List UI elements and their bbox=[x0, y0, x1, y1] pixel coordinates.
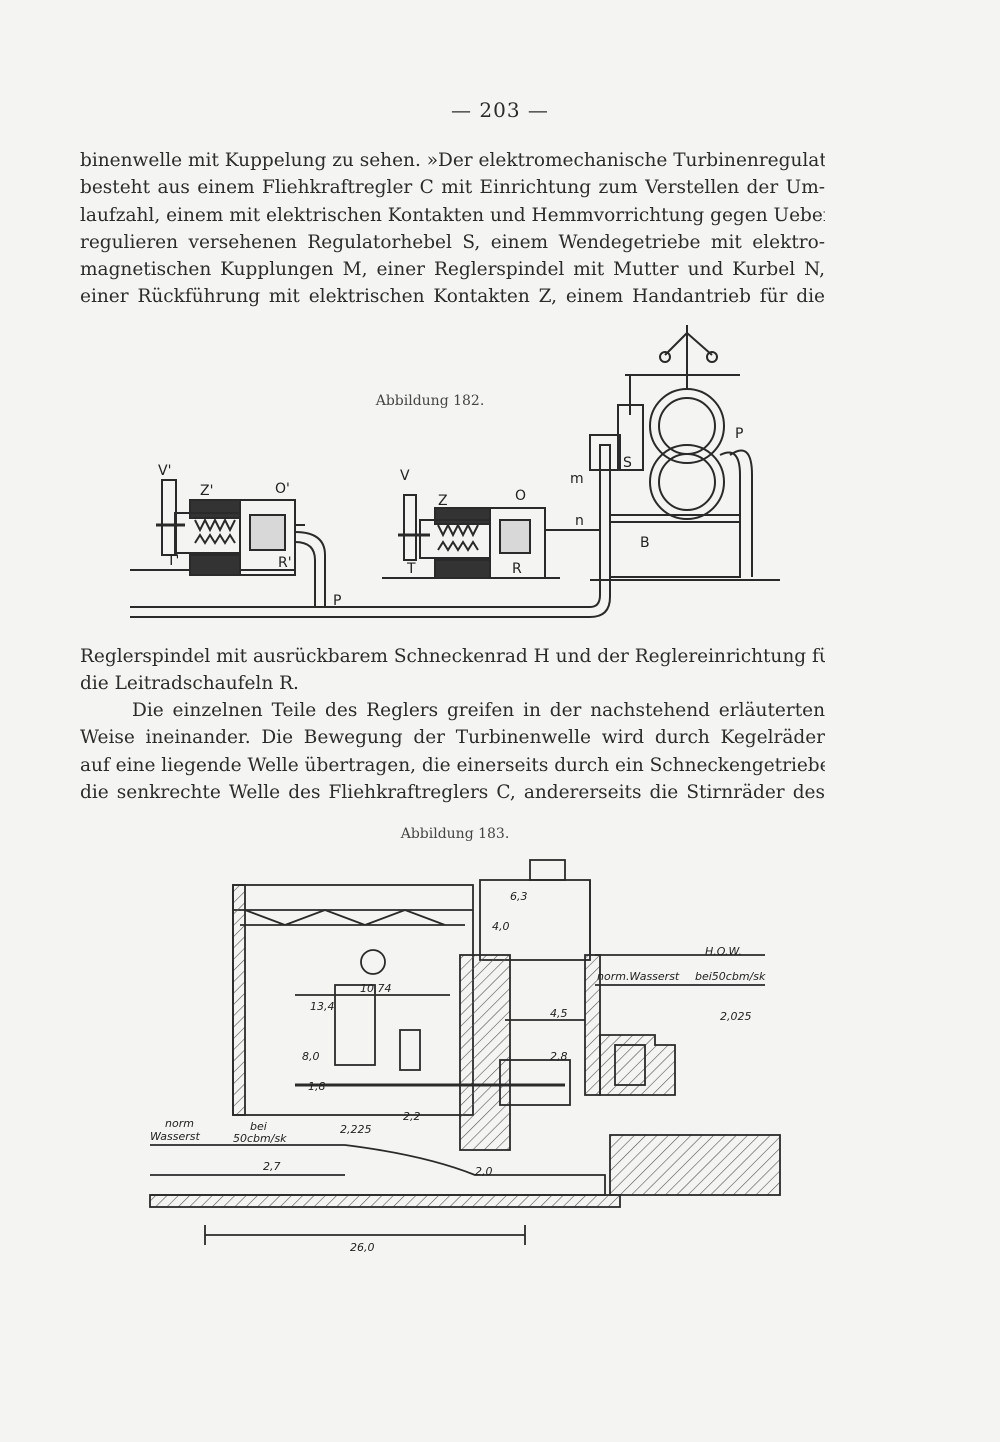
label-v: V bbox=[400, 468, 410, 484]
label-s: S bbox=[623, 455, 632, 471]
label-40: 4,0 bbox=[492, 920, 510, 933]
label-v1: V' bbox=[158, 463, 171, 479]
label-134: 13,4 bbox=[310, 1000, 335, 1013]
page-number: — 203 — bbox=[451, 98, 549, 122]
label-bei-left: bei bbox=[250, 1120, 267, 1133]
text-line: magnetischen Kupplungen M, einer Reglers… bbox=[80, 259, 825, 281]
text-line: die senkrechte Welle des Fliehkraftregle… bbox=[80, 781, 825, 803]
label-p-lower: P bbox=[333, 593, 341, 609]
text-line: Weise ineinander. Die Bewegung der Turbi… bbox=[80, 727, 825, 749]
text-line: besteht aus einem Fliehkraftregler C mit… bbox=[80, 177, 825, 199]
label-260: 26,0 bbox=[350, 1241, 375, 1254]
paragraph-2: Reglerspindel mit ausrückbarem Schnecken… bbox=[80, 643, 825, 698]
text-line: die Leitradschaufeln R. bbox=[80, 673, 299, 695]
label-o1: O' bbox=[275, 481, 290, 497]
label-b: B bbox=[640, 535, 650, 551]
label-20: 2,0 bbox=[475, 1165, 493, 1178]
label-r: R bbox=[512, 561, 522, 577]
label-how: H.O.W. bbox=[705, 945, 742, 958]
text-line: Die einzelnen Teile des Reglers greifen … bbox=[132, 700, 825, 721]
figure-182-caption: Abbildung 182. bbox=[375, 393, 485, 409]
label-2025: 2,025 bbox=[720, 1010, 752, 1023]
figure-183: H.O.W. norm.Wasserst bei50cbm/sk 2,025 1… bbox=[149, 859, 781, 1254]
text-line: Reglerspindel mit ausrückbarem Schnecken… bbox=[80, 646, 825, 667]
label-22: 2,2 bbox=[403, 1110, 421, 1123]
label-wasserst-left: Wasserst bbox=[150, 1130, 200, 1143]
label-z1: Z' bbox=[200, 483, 213, 499]
label-28: 2,8 bbox=[550, 1050, 568, 1063]
paragraph-1: binenwelle mit Kuppelung zu sehen. »Der … bbox=[80, 147, 825, 311]
label-z: Z bbox=[438, 493, 448, 509]
label-r1: R' bbox=[278, 555, 292, 571]
label-t1: T' bbox=[166, 553, 179, 569]
figure-183-caption: Abbildung 183. bbox=[400, 826, 510, 842]
text-line: regulieren versehenen Regulatorhebel S, … bbox=[80, 231, 825, 253]
label-2225: 2,225 bbox=[340, 1123, 372, 1136]
label-t: T bbox=[406, 561, 416, 577]
label-m: m bbox=[570, 471, 584, 487]
text-line: auf eine liegende Welle übertragen, die … bbox=[80, 754, 825, 776]
label-p-upper: P bbox=[735, 426, 743, 442]
text-line: laufzahl, einem mit elektrischen Kontakt… bbox=[80, 204, 825, 226]
label-o: O bbox=[515, 488, 526, 504]
label-80: 8,0 bbox=[302, 1050, 320, 1063]
label-bei50-left: 50cbm/sk bbox=[233, 1132, 287, 1145]
label-bei50-right: bei50cbm/sk bbox=[695, 970, 766, 983]
text-line: binenwelle mit Kuppelung zu sehen. »Der … bbox=[80, 150, 825, 171]
paragraph-3: Die einzelnen Teile des Reglers greifen … bbox=[80, 697, 825, 806]
label-n: n bbox=[575, 513, 584, 529]
label-27: 2,7 bbox=[263, 1160, 281, 1173]
label-63: 6,3 bbox=[510, 890, 528, 903]
label-norm-left: norm bbox=[165, 1117, 194, 1130]
label-norm-ws-right: norm.Wasserst bbox=[597, 970, 680, 983]
figure-182: V' Z' O' T' R' V Z O T R m n S B P P bbox=[130, 325, 780, 618]
label-18: 1,8 bbox=[308, 1080, 326, 1093]
text-line: einer Rückführung mit elektrischen Konta… bbox=[80, 286, 825, 308]
label-45: 4,5 bbox=[550, 1007, 568, 1020]
label-1074: 10,74 bbox=[360, 982, 392, 995]
